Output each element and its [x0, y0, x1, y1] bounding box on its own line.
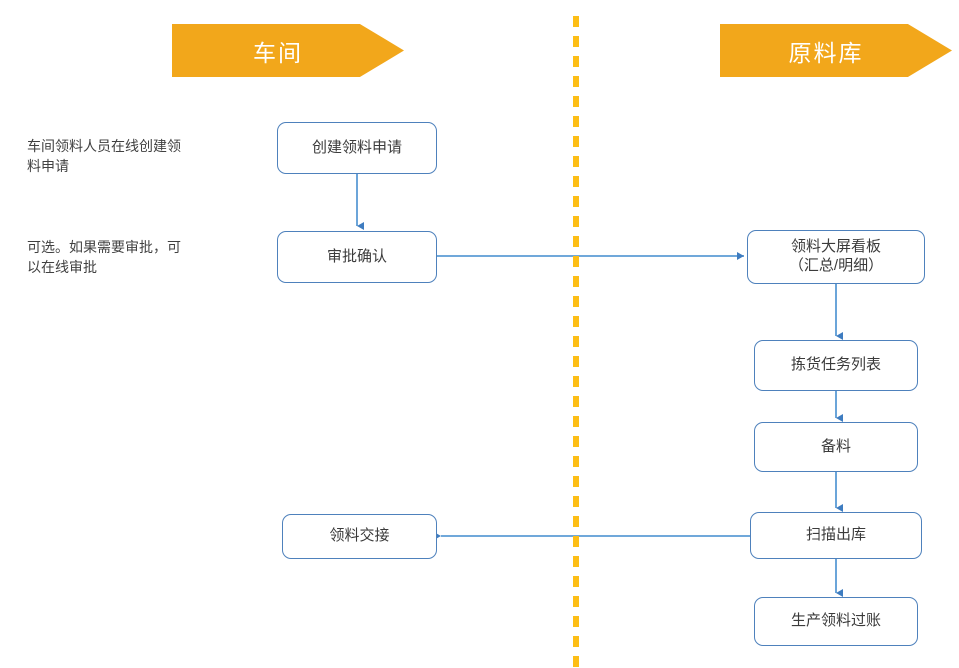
node-picking-list[interactable]: 拣货任务列表	[754, 340, 918, 391]
node-create-request[interactable]: 创建领料申请	[277, 122, 437, 174]
node-posting[interactable]: 生产领料过账	[754, 597, 918, 646]
node-dashboard[interactable]: 领料大屏看板 （汇总/明细）	[747, 230, 925, 284]
node-handover[interactable]: 领料交接	[282, 514, 437, 559]
lane-banner-workshop-label: 车间	[253, 39, 303, 66]
node-scan-out[interactable]: 扫描出库	[750, 512, 922, 559]
node-prepare[interactable]: 备料	[754, 422, 918, 472]
lane-banner-workshop: 车间	[172, 24, 404, 77]
note-create-request: 车间领料人员在线创建领 料申请	[27, 138, 181, 175]
lane-banner-warehouse-label: 原料库	[788, 39, 864, 66]
note-approve-confirm: 可选。如果需要审批，可 以在线审批	[27, 239, 181, 276]
node-approve-confirm[interactable]: 审批确认	[277, 231, 437, 283]
lane-banner-warehouse: 原料库	[720, 24, 952, 77]
